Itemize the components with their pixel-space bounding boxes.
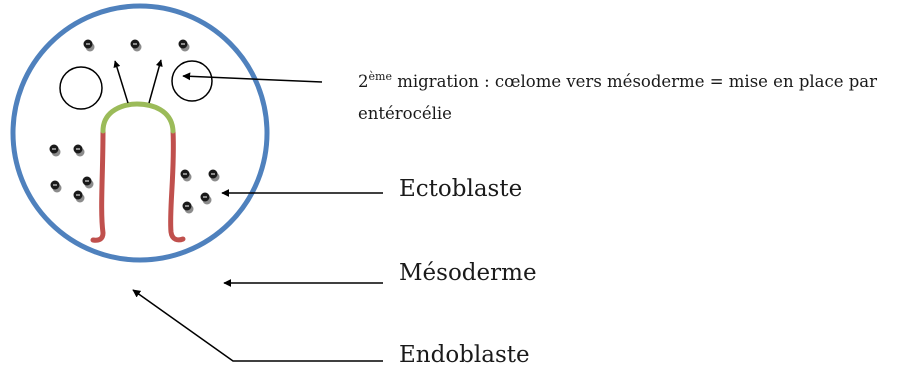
archenteron-left-wall: [93, 131, 103, 240]
mesenchyme-cell: [179, 40, 190, 52]
mesenchyme-cell: [183, 202, 194, 214]
label-endoblaste: Endoblaste: [399, 342, 530, 368]
label-ectoblaste: Ectoblaste: [399, 176, 522, 202]
archenteron-roof: [103, 104, 173, 131]
mesenchyme-cell: [74, 191, 85, 203]
coelom-right: [172, 61, 212, 101]
migration-arrow-right: [149, 60, 161, 103]
mesenchyme-cell: [84, 40, 95, 52]
mesenchyme-cell: [209, 170, 220, 182]
label-migration-superscript: ème: [369, 70, 392, 83]
mesenchyme-cell: [83, 177, 94, 189]
label-migration-text: migration : cœlome vers mésoderme = mise…: [358, 72, 877, 123]
label-mesoderme: Mésoderme: [399, 260, 537, 286]
mesenchyme-cell: [131, 40, 142, 52]
archenteron: [93, 104, 183, 240]
label-second-migration: 2ème migration : cœlome vers mésoderme =…: [358, 66, 898, 130]
mesenchyme-cell: [50, 145, 61, 157]
migration-arrow-left: [115, 61, 128, 103]
mesenchyme-cell: [201, 193, 212, 205]
coelom-left: [60, 67, 102, 109]
pointer-arrow-endoblaste: [133, 290, 383, 361]
mesenchyme-cell: [181, 170, 192, 182]
archenteron-right-wall: [171, 131, 183, 240]
mesoderm-cells: [50, 40, 220, 214]
mesenchyme-cell: [51, 181, 62, 193]
mesenchyme-cell: [74, 145, 85, 157]
label-migration-prefix: 2: [358, 72, 369, 91]
